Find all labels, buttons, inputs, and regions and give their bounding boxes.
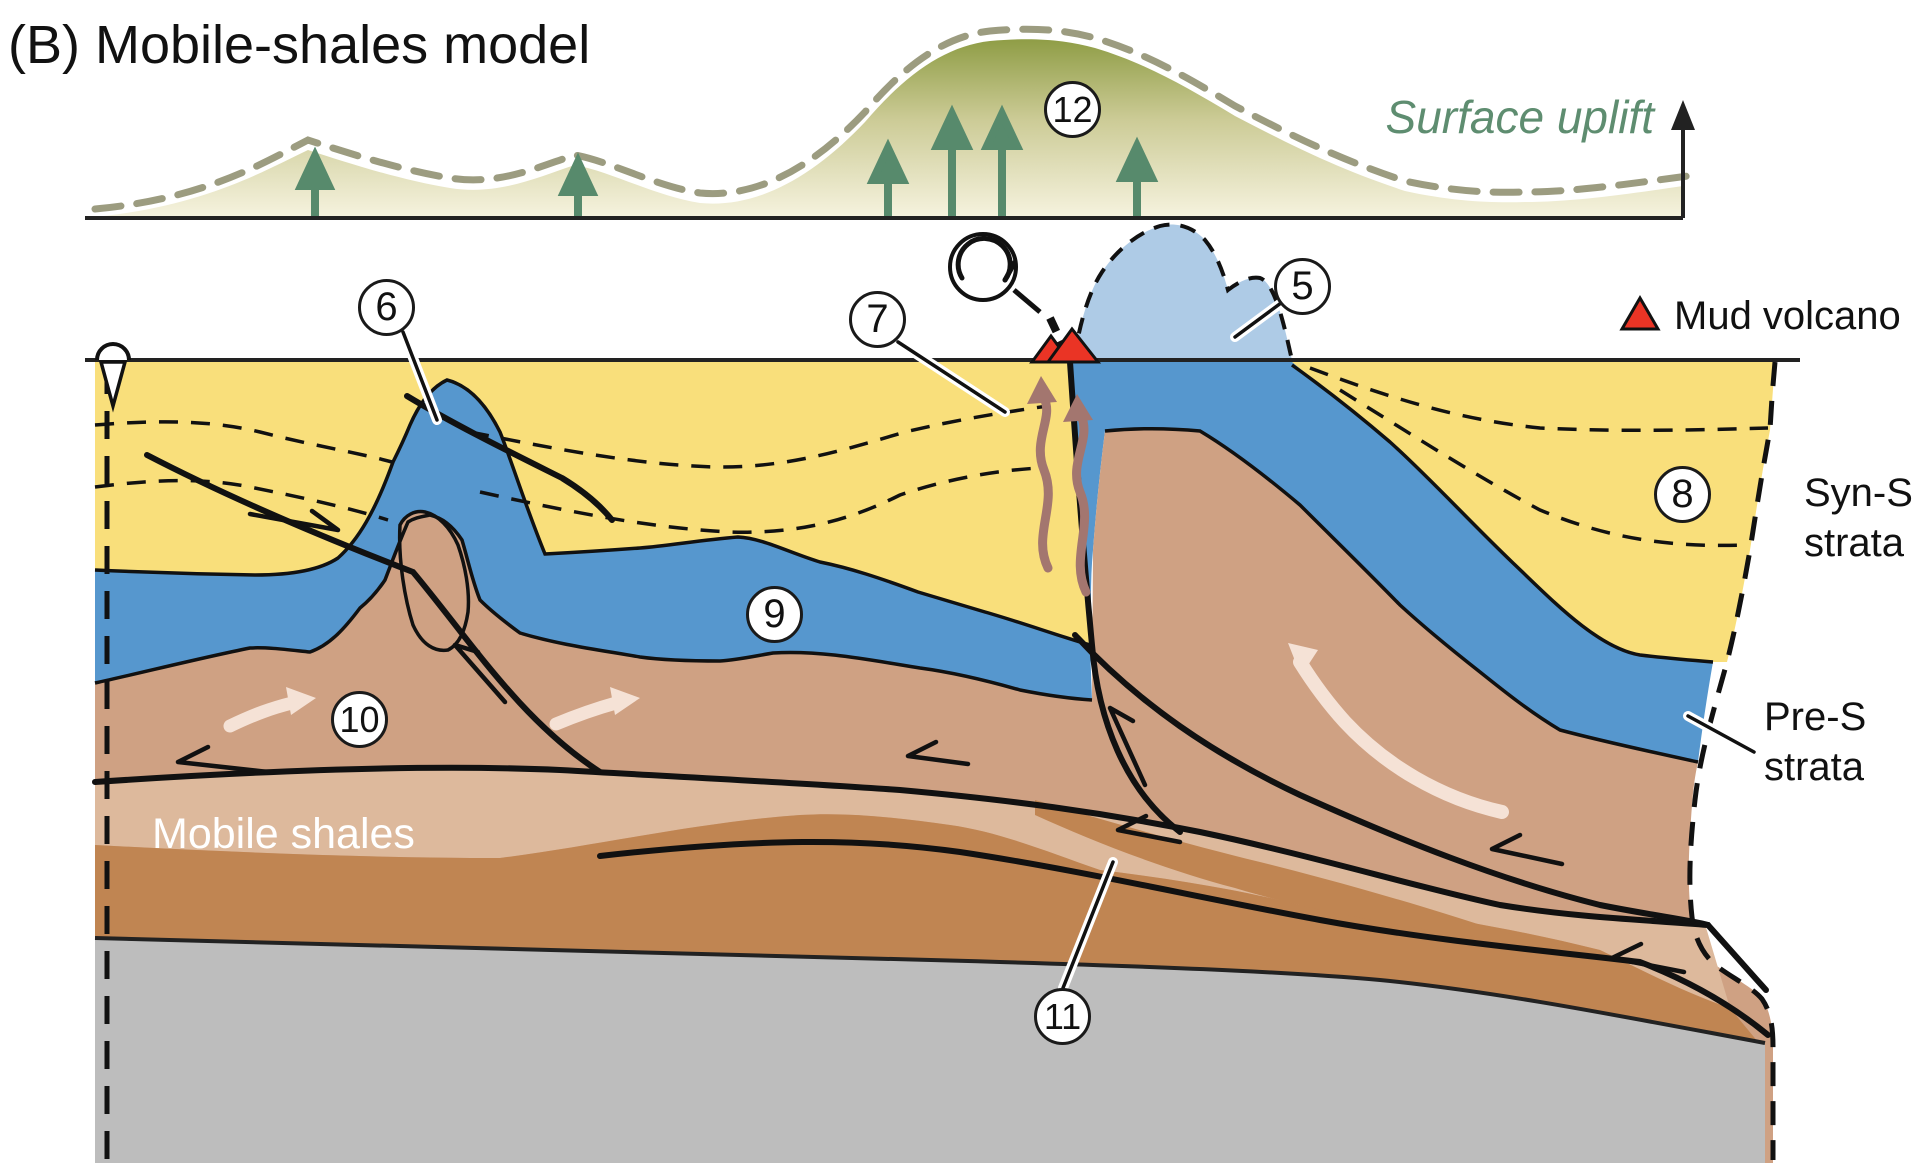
fluid-escape-arrows (1027, 376, 1093, 597)
callout-7: 7 (849, 291, 906, 348)
pre-strata-line1: Pre-S (1764, 695, 1867, 739)
callout-12: 12 (1044, 81, 1101, 138)
pre-strata-line2: strata (1764, 745, 1865, 789)
callout-leaders (398, 298, 1759, 993)
source-layer-brown (95, 814, 1758, 1042)
seabed-marker-pin (95, 342, 131, 413)
fault-left-listric (144, 452, 603, 775)
uplift-axis-arrow (1671, 100, 1695, 218)
mud-volcano-legend-icon (1619, 295, 1661, 331)
syn-strata-yellow-region (95, 360, 1775, 662)
uplift-fill (85, 39, 1683, 218)
fault-detachment (92, 764, 1769, 993)
pre-strata-blue-left (95, 380, 1092, 700)
basement-top-line (94, 936, 1766, 1045)
callout-9: 9 (746, 586, 803, 643)
surface-uplift-label: Surface uplift (1385, 91, 1654, 143)
syn-strata-dashed-horizons (94, 366, 1769, 548)
contact-lines (94, 363, 1714, 764)
pre-strata-label: Pre-S strata (1764, 692, 1866, 792)
mobile-shale-light-band (95, 767, 1730, 1008)
mobile-shales-label: Mobile shales (152, 810, 415, 858)
fault-diapir-right (1072, 632, 1711, 928)
callout-6: 6 (358, 279, 415, 336)
extruded-mud-bump (1074, 224, 1292, 360)
callout-5: 5 (1274, 258, 1331, 315)
shale-flow-arrows (223, 643, 1509, 819)
right-section-boundary-dashed (1687, 361, 1778, 1160)
pre-strata-blue-right (1072, 362, 1713, 762)
extruded-mud-dashed-outline (1072, 222, 1294, 361)
rotation-symbol (948, 232, 1070, 354)
fault-slip-arrows (175, 508, 1687, 975)
mud-volcano-legend-label: Mud volcano (1674, 294, 1901, 338)
callout-11: 11 (1034, 988, 1091, 1045)
mud-volcano (1029, 326, 1102, 364)
uplift-arrows (294, 104, 1159, 216)
uplift-dashed-curve (91, 25, 1692, 213)
syn-strata-line2: strata (1804, 521, 1905, 565)
syn-strata-label: Syn-S strata (1804, 468, 1913, 568)
basement-gray (95, 938, 1765, 1163)
fault-feeder (1067, 359, 1183, 835)
uplift-profile (85, 25, 1695, 220)
fault-left-crestal (404, 393, 615, 523)
figure-title: (B) Mobile-shales model (8, 15, 591, 75)
callout-8: 8 (1654, 466, 1711, 523)
callout-10: 10 (331, 691, 388, 748)
syn-strata-line1: Syn-S (1804, 471, 1913, 515)
